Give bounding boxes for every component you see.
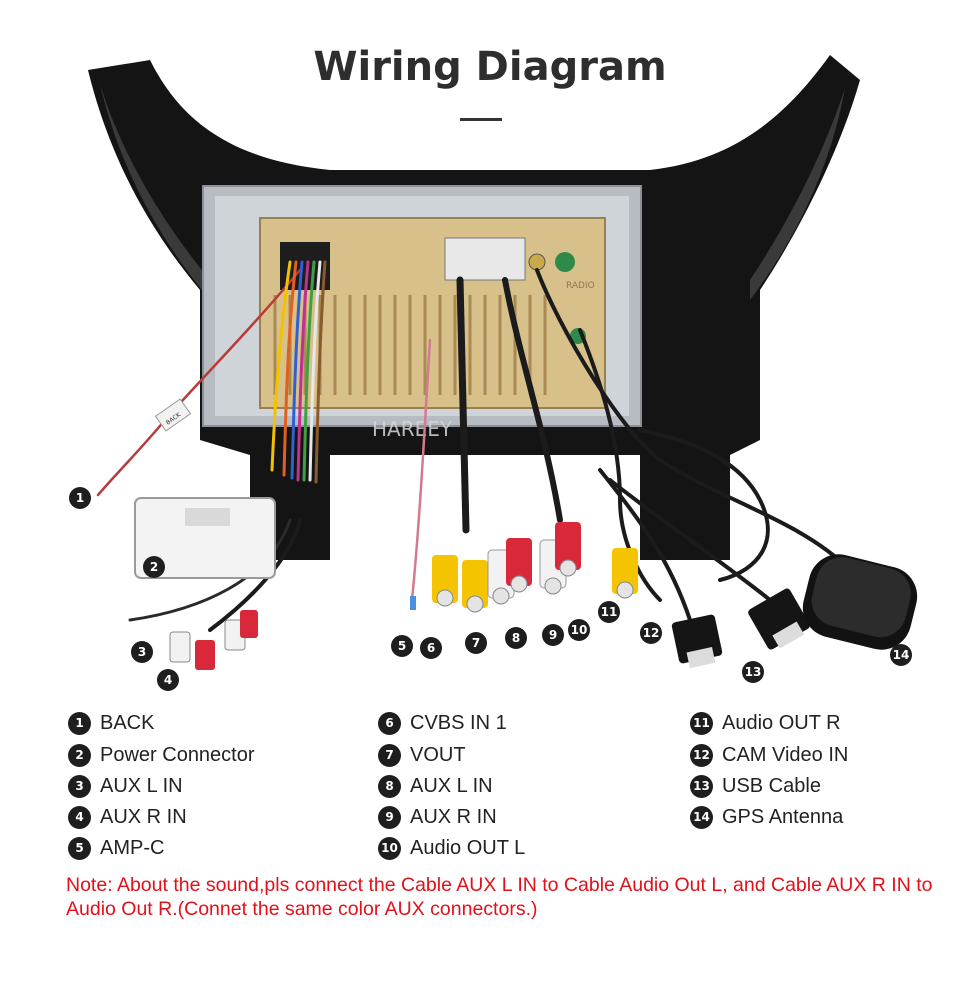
legend-number: 11 bbox=[690, 711, 713, 735]
watermark: HAREEY bbox=[372, 417, 453, 441]
legend-item: 9 AUX R IN bbox=[378, 804, 497, 830]
callout-6: 6 bbox=[420, 637, 442, 659]
callout-10: 10 bbox=[568, 619, 590, 641]
legend-number: 14 bbox=[690, 805, 713, 829]
legend-label: CAM Video IN bbox=[722, 743, 849, 766]
legend-number: 13 bbox=[690, 774, 713, 798]
callout-3: 3 bbox=[131, 641, 153, 663]
legend-label: AMP-C bbox=[100, 836, 165, 859]
legend-number: 12 bbox=[690, 743, 713, 767]
legend-number: 5 bbox=[68, 836, 91, 860]
callout-12: 12 bbox=[640, 622, 662, 644]
legend-label: Audio OUT L bbox=[410, 836, 526, 859]
legend-item: 2 Power Connector bbox=[68, 742, 255, 768]
callout-9: 9 bbox=[542, 624, 564, 646]
legend-label: AUX L IN bbox=[100, 774, 183, 797]
legend-label: CVBS IN 1 bbox=[410, 711, 507, 734]
legend-item: 10 Audio OUT L bbox=[378, 835, 525, 861]
legend-item: 5 AMP-C bbox=[68, 835, 164, 861]
wiring-note: Note: About the sound,pls connect the Ca… bbox=[66, 874, 933, 920]
page-title: Wiring Diagram bbox=[313, 44, 667, 90]
legend-label: AUX R IN bbox=[410, 805, 497, 828]
callout-8: 8 bbox=[505, 627, 527, 649]
legend-label: Power Connector bbox=[100, 743, 255, 766]
legend-number: 6 bbox=[378, 711, 401, 735]
legend-number: 1 bbox=[68, 711, 91, 735]
back-wire-tag: BACK bbox=[154, 398, 192, 432]
title-underline bbox=[460, 118, 502, 121]
legend-label: AUX R IN bbox=[100, 805, 187, 828]
rca-plug-row bbox=[410, 522, 638, 613]
legend-label: AUX L IN bbox=[410, 774, 493, 797]
legend-label: BACK bbox=[100, 711, 155, 734]
legend-label: VOUT bbox=[410, 743, 466, 766]
callout-7: 7 bbox=[465, 632, 487, 654]
usb-connectors bbox=[671, 588, 810, 669]
legend-item: 3 AUX L IN bbox=[68, 773, 183, 799]
legend-item: 4 AUX R IN bbox=[68, 804, 187, 830]
legend-item: 1 BACK bbox=[68, 710, 154, 736]
legend-item: 6 CVBS IN 1 bbox=[378, 710, 507, 736]
callout-14: 14 bbox=[890, 644, 912, 666]
legend-item: 8 AUX L IN bbox=[378, 773, 493, 799]
callout-5: 5 bbox=[391, 635, 413, 657]
callout-11: 11 bbox=[598, 601, 620, 623]
gps-antenna bbox=[802, 554, 918, 650]
legend-number: 4 bbox=[68, 805, 91, 829]
legend-number: 8 bbox=[378, 774, 401, 798]
legend-number: 2 bbox=[68, 743, 91, 767]
power-connector-block bbox=[134, 497, 276, 579]
legend-number: 3 bbox=[68, 774, 91, 798]
legend-label: GPS Antenna bbox=[722, 805, 844, 828]
callout-2: 2 bbox=[143, 556, 165, 578]
legend-number: 7 bbox=[378, 743, 401, 767]
legend-item: 7 VOUT bbox=[378, 742, 466, 768]
legend-label: Audio OUT R bbox=[722, 711, 841, 734]
legend-number: 9 bbox=[378, 805, 401, 829]
legend-item: 14 GPS Antenna bbox=[690, 804, 843, 830]
legend-item: 11 Audio OUT R bbox=[690, 710, 841, 736]
callout-13: 13 bbox=[742, 661, 764, 683]
legend-label: USB Cable bbox=[722, 774, 821, 797]
wire-harness bbox=[96, 260, 852, 632]
legend-number: 10 bbox=[378, 836, 401, 860]
radio-port-label: RADIO bbox=[566, 281, 595, 291]
legend-item: 12 CAM Video IN bbox=[690, 742, 848, 768]
callout-4: 4 bbox=[157, 669, 179, 691]
rca-plug-3-4 bbox=[169, 610, 258, 670]
callout-1: 1 bbox=[69, 487, 91, 509]
legend-item: 13 USB Cable bbox=[690, 773, 821, 799]
